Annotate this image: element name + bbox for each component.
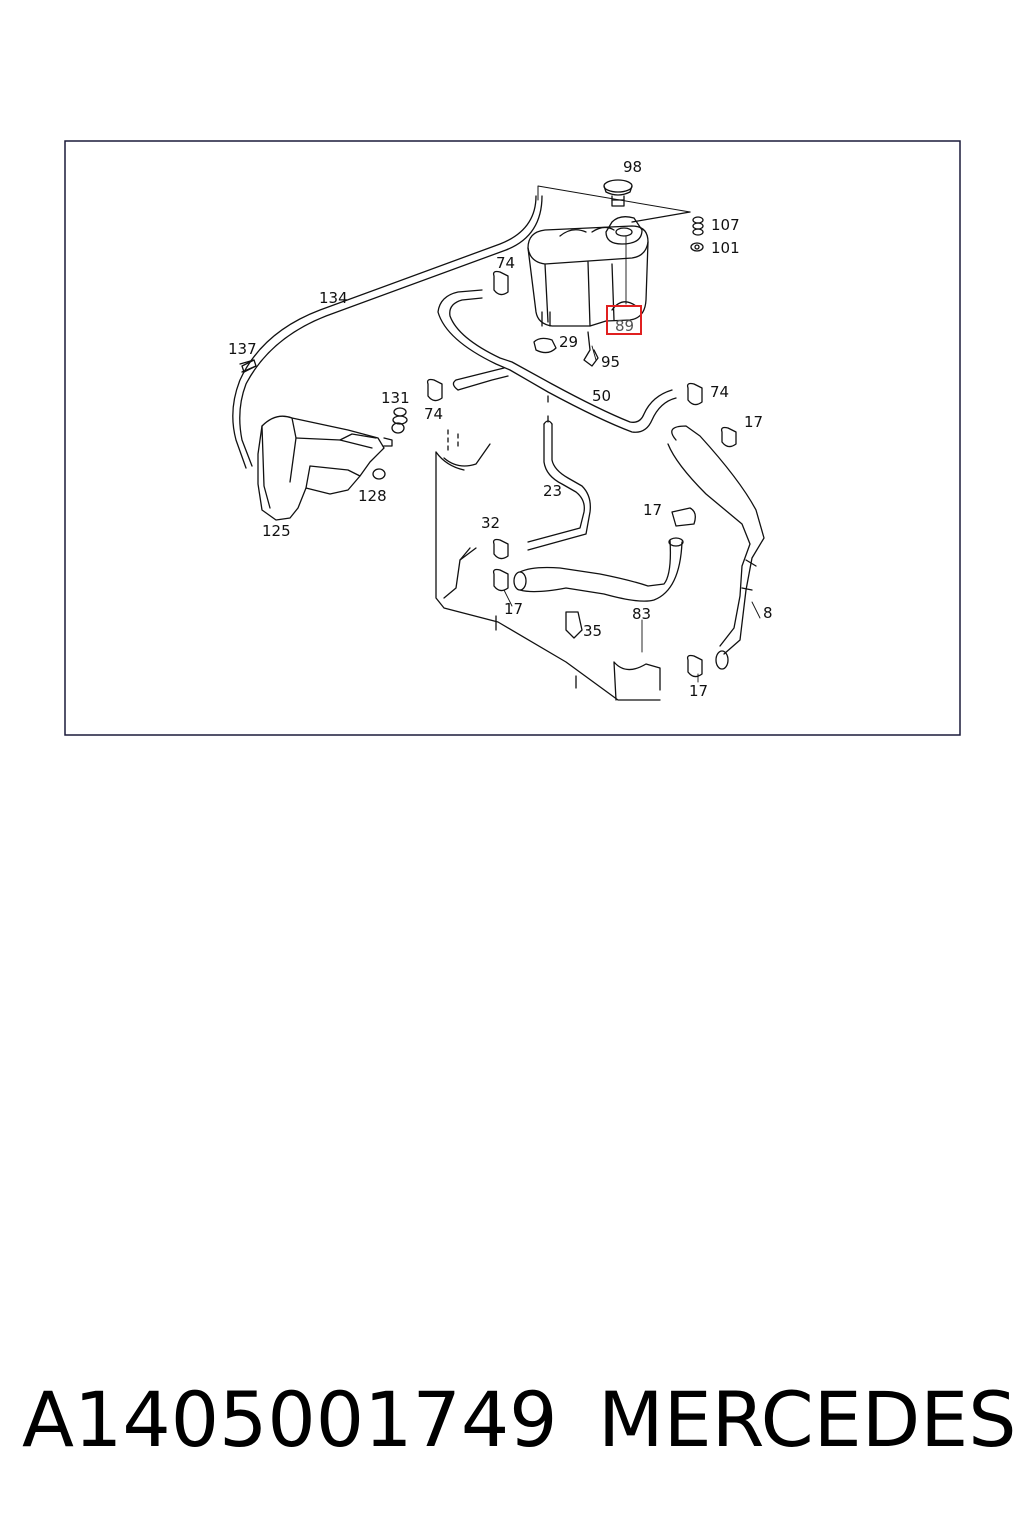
radiator-cap-drawing xyxy=(603,179,633,207)
diagram-frame xyxy=(64,140,961,736)
callout-17: 17 xyxy=(504,600,523,618)
callout-23: 23 xyxy=(543,482,562,500)
callout-8: 8 xyxy=(763,604,773,622)
callout-98: 98 xyxy=(623,158,642,176)
callout-17: 17 xyxy=(744,413,763,431)
parts-diagram: 98 107 101 74 134 89 137 29 95 131 74 50… xyxy=(64,140,961,736)
hose-134-drawing xyxy=(232,195,543,469)
callout-134: 134 xyxy=(319,289,348,307)
callout-17: 17 xyxy=(643,501,662,519)
callout-101: 101 xyxy=(711,239,740,257)
hose-50-drawing xyxy=(437,289,677,433)
part-number: A1405001749 xyxy=(22,1375,558,1464)
callout-74: 74 xyxy=(424,405,443,423)
callout-83: 83 xyxy=(632,605,651,623)
radiator-drawing xyxy=(435,429,661,701)
hose-23-drawing xyxy=(527,420,591,551)
callout-74: 74 xyxy=(710,383,729,401)
washer-reservoir-drawing xyxy=(257,415,385,521)
callout-35: 35 xyxy=(583,622,602,640)
hose-8-drawing xyxy=(667,425,765,670)
small-parts-drawings xyxy=(241,331,599,639)
callout-95: 95 xyxy=(601,353,620,371)
callout-50: 50 xyxy=(592,387,611,405)
brand-name: MERCEDES xyxy=(598,1375,1017,1464)
callout-labels: 98 107 101 74 134 89 137 29 95 131 74 50… xyxy=(228,158,773,700)
callout-32: 32 xyxy=(481,514,500,532)
callout-131: 131 xyxy=(381,389,410,407)
highlight-box xyxy=(606,305,642,335)
leader-lines xyxy=(503,235,761,683)
hose-83-drawing xyxy=(513,537,684,602)
callout-89: 89 xyxy=(615,317,634,335)
callout-128: 128 xyxy=(358,487,387,505)
callout-107: 107 xyxy=(711,216,740,234)
callout-137: 137 xyxy=(228,340,257,358)
callout-17: 17 xyxy=(689,682,708,700)
callout-74: 74 xyxy=(496,254,515,272)
callout-125: 125 xyxy=(262,522,291,540)
clamp-drawings xyxy=(426,270,737,678)
expansion-tank-drawing xyxy=(527,185,691,327)
plug-drawings xyxy=(690,216,704,252)
callout-29: 29 xyxy=(559,333,578,351)
